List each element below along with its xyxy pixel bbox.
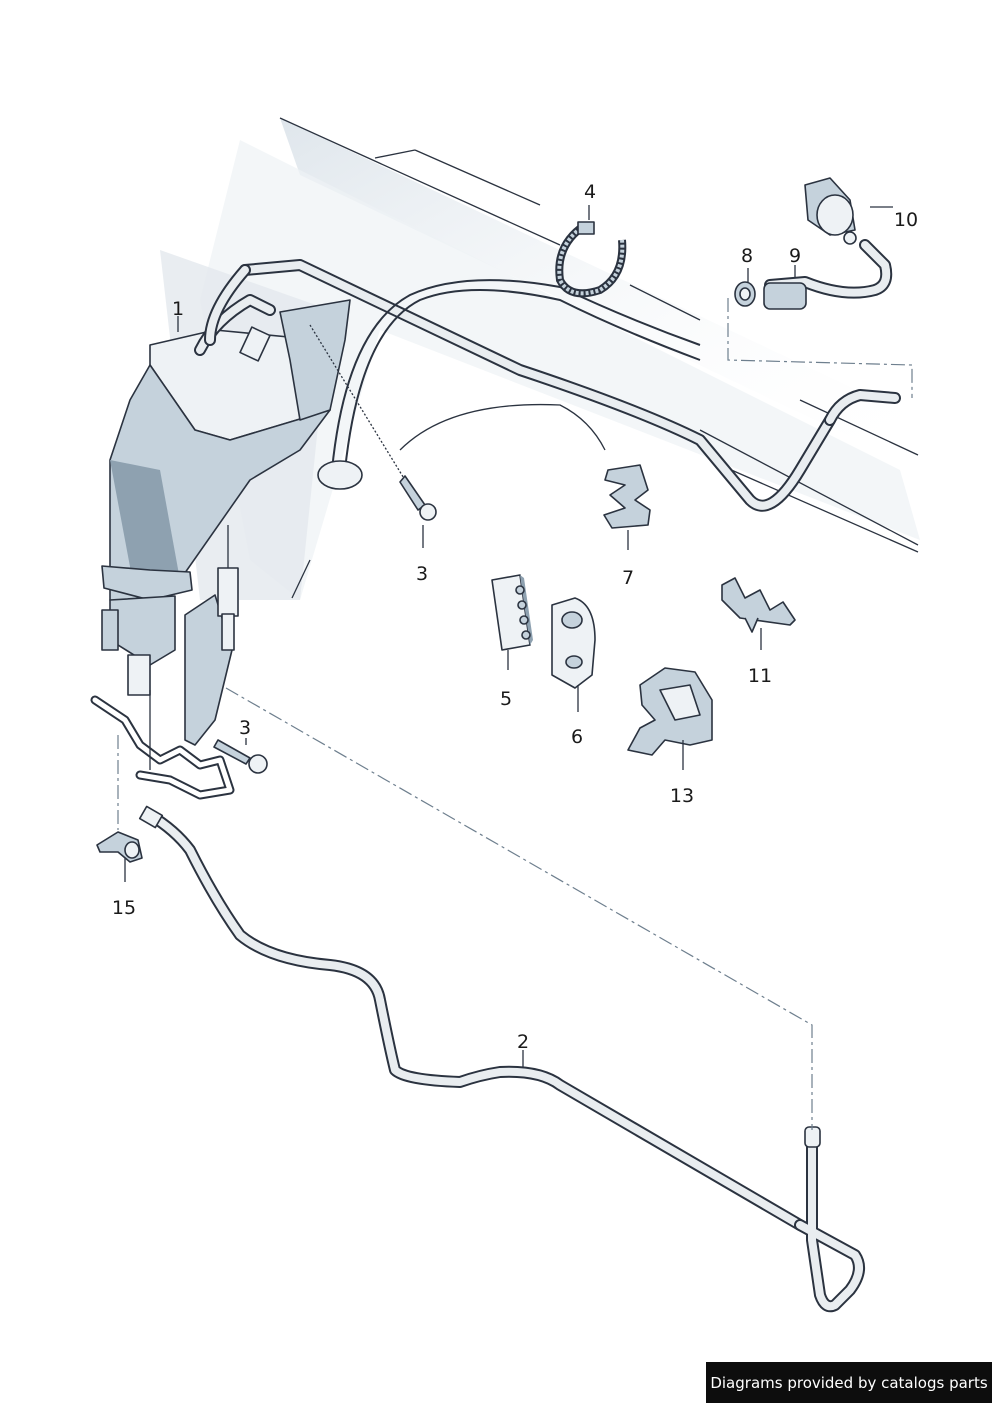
callout-4[interactable]: 4 [583,181,597,203]
upper-hose [204,259,901,512]
connection-lines [117,298,913,1130]
hose-bracket [90,525,239,800]
double-clip[interactable] [603,464,651,529]
small-clip[interactable] [96,831,143,863]
multi-clip[interactable] [721,577,796,633]
screw-upper[interactable] [309,324,437,521]
screw-lower[interactable] [213,739,268,774]
large-clip[interactable] [627,667,713,756]
callout-8[interactable]: 8 [740,245,754,267]
callout-13[interactable]: 13 [669,785,695,807]
callout-9[interactable]: 9 [788,245,802,267]
hose-holder[interactable] [551,597,596,689]
credit-banner: Diagrams provided by catalogs parts [706,1362,992,1403]
washer-reservoir[interactable] [101,294,351,696]
callout-7[interactable]: 7 [621,567,635,589]
callout-3-upper[interactable]: 3 [415,563,429,585]
cable-tie[interactable] [555,221,627,298]
hose-clamp[interactable] [734,281,756,307]
washer-hose[interactable] [138,805,865,1313]
check-valve[interactable] [804,177,857,245]
callout-1[interactable]: 1 [171,298,185,320]
callout-3-lower[interactable]: 3 [238,717,252,739]
callout-2[interactable]: 2 [516,1031,530,1053]
callout-15[interactable]: 15 [111,897,137,919]
hose-connector[interactable] [763,239,893,310]
callout-10[interactable]: 10 [893,209,919,231]
callout-11[interactable]: 11 [747,665,773,687]
credit-text: Diagrams provided by catalogs parts [710,1373,988,1392]
leader-lines [124,205,893,1068]
callout-5[interactable]: 5 [499,688,513,710]
callout-6[interactable]: 6 [570,726,584,748]
grommet-pad[interactable] [491,574,533,651]
